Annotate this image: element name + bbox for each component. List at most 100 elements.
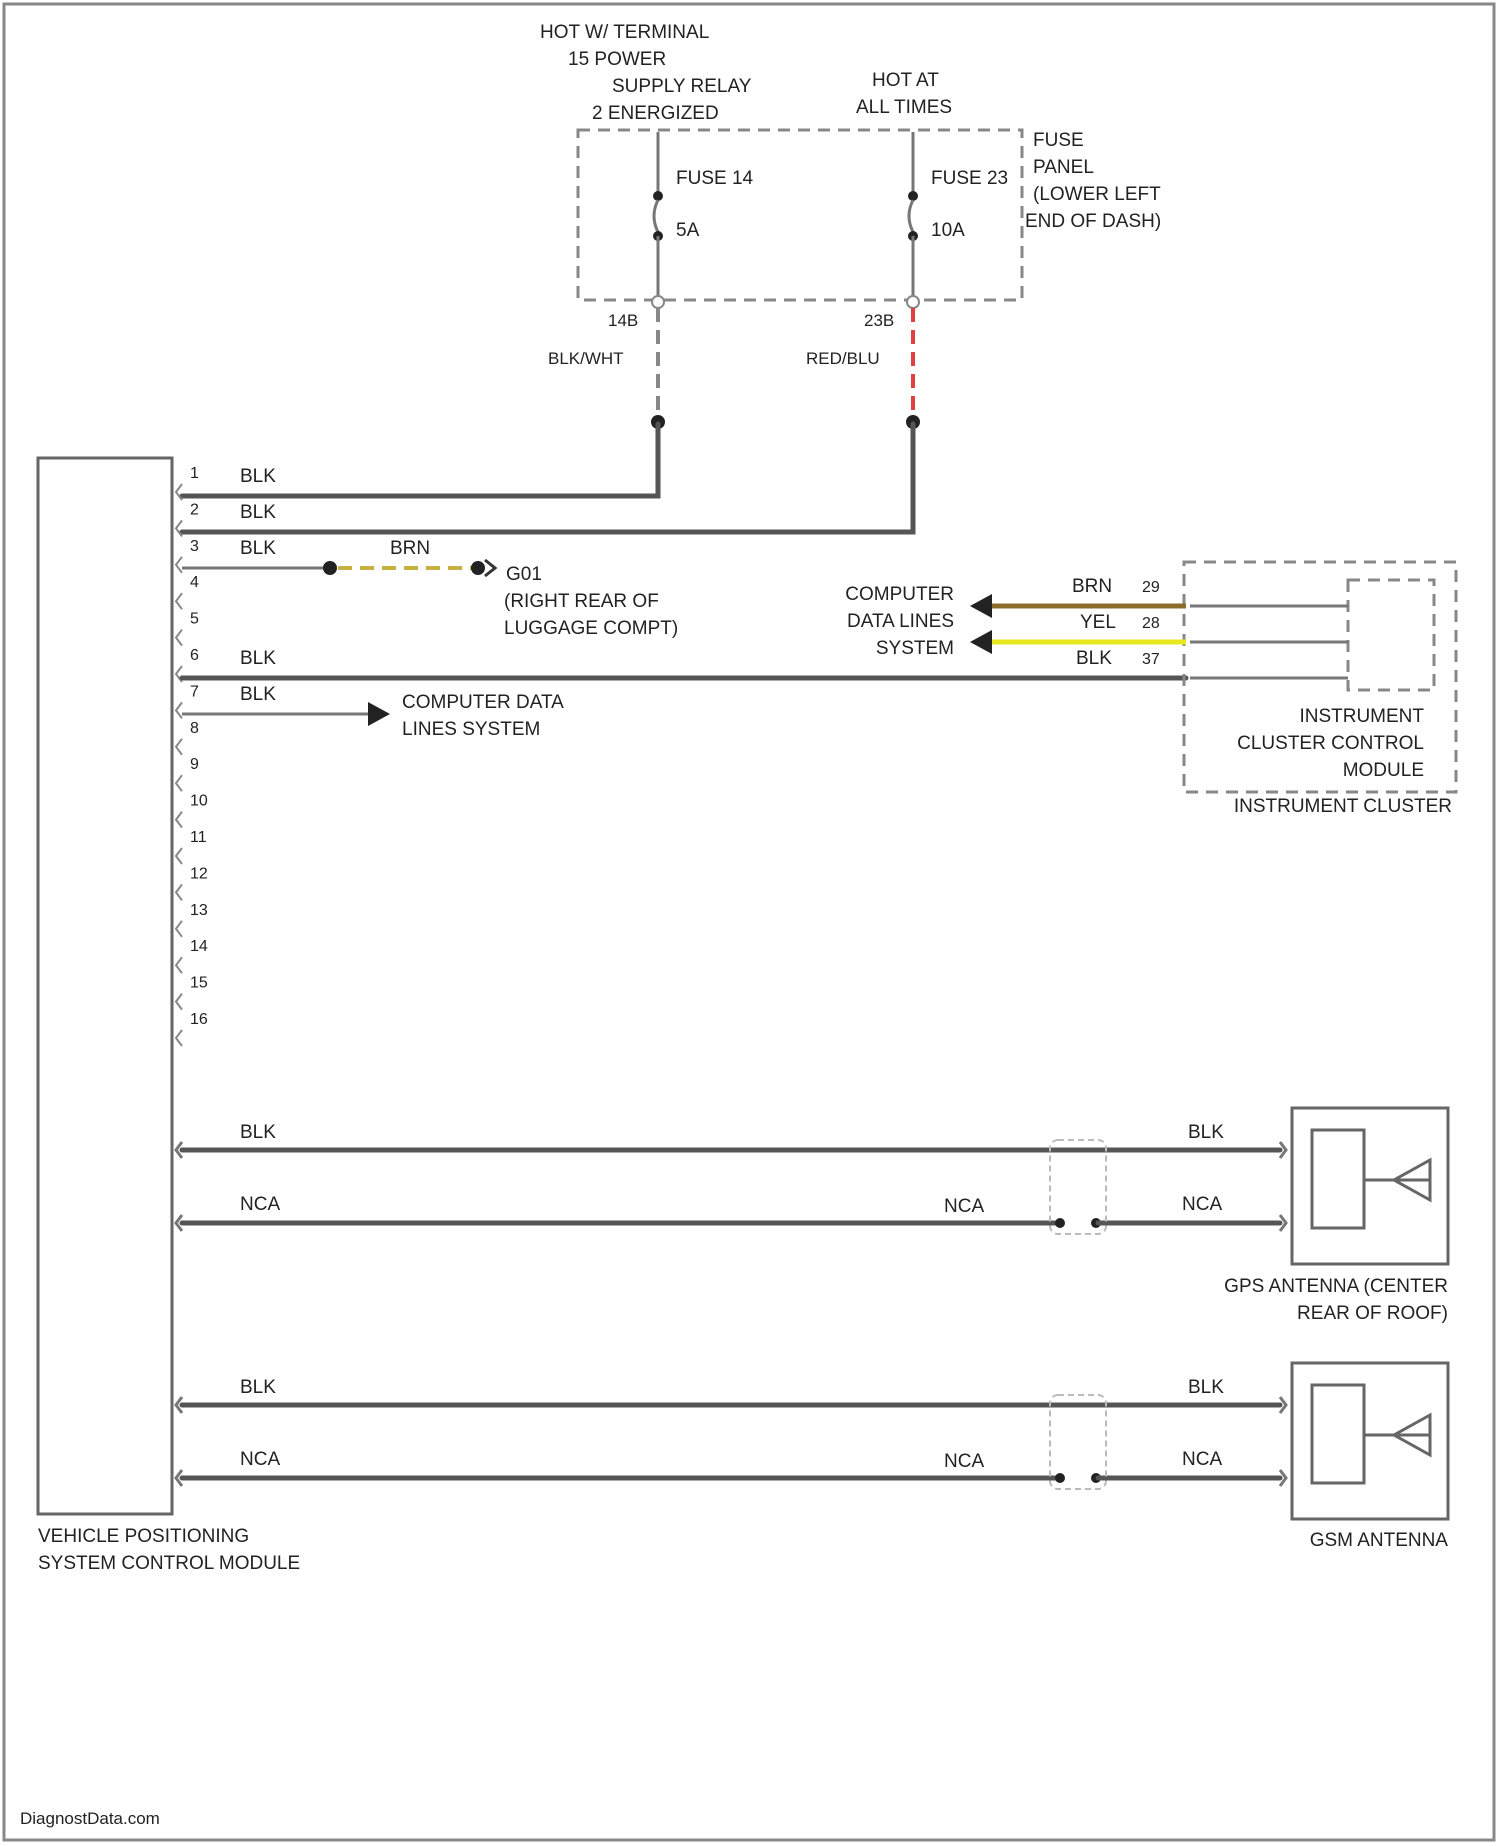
- ground-name: G01: [506, 564, 542, 585]
- vpscm-pin-8: 8: [190, 720, 199, 737]
- fuse-panel-line-3: (LOWER LEFT: [1033, 184, 1161, 205]
- vpscm-pin-14: 14: [190, 938, 208, 955]
- wire-23b-color: RED/BLU: [806, 349, 880, 368]
- vpscm-pin-6: 6: [190, 647, 199, 664]
- fuse-14: FUSE 14 5A: [653, 132, 754, 300]
- hot-terminal-line-3: SUPPLY RELAY: [612, 76, 752, 97]
- vpscm-pin-10: 10: [190, 793, 208, 810]
- gps-wire-lower-right: NCA: [1182, 1194, 1222, 1215]
- wire-14b-terminal: 14B: [608, 311, 638, 330]
- vpscm-pin-15: 15: [190, 975, 208, 992]
- fuse-23-rating: 10A: [931, 220, 965, 241]
- vpscm-pin-1-terminal: [176, 484, 182, 500]
- vpscm-box: [38, 458, 172, 1514]
- ground-wire-color: BRN: [390, 538, 430, 559]
- gps-wire-upper-left: BLK: [240, 1122, 276, 1143]
- power-labels: HOT W/ TERMINAL 15 POWER SUPPLY RELAY 2 …: [540, 22, 1161, 232]
- vpscm-pin-10-terminal: [176, 812, 182, 828]
- vpscm-pin-11: 11: [190, 829, 207, 846]
- vpscm-pin-2: 2: [190, 501, 199, 518]
- fuse-23: FUSE 23 10A: [908, 132, 1008, 300]
- wire-14b-color: BLK/WHT: [548, 349, 624, 368]
- instrument-cluster: INSTRUMENT CLUSTER CONTROL MODULE INSTRU…: [1184, 562, 1456, 817]
- gsm-wire-lower-mid: NCA: [944, 1451, 984, 1472]
- antenna-connector-stubs: [176, 1142, 1286, 1486]
- data-wire-2-pin: 28: [1142, 615, 1160, 632]
- pin-6-wire-color: BLK: [240, 648, 276, 669]
- data-wire-1-color: BRN: [1072, 576, 1112, 597]
- ground-location-line-1: (RIGHT REAR OF: [504, 591, 659, 612]
- vpscm-pin-5: 5: [190, 611, 199, 628]
- fuse-23-name: FUSE 23: [931, 168, 1008, 189]
- vpscm-pin-12: 12: [190, 865, 208, 882]
- ground-location-line-2: LUGGAGE COMPT): [504, 618, 678, 639]
- instrument-cluster-label: INSTRUMENT CLUSTER: [1234, 796, 1452, 817]
- vpscm-pin-7: 7: [190, 683, 199, 700]
- vpscm-pin-1: 1: [190, 465, 199, 482]
- vpscm-pin-9-terminal: [176, 775, 182, 791]
- vpscm-pin-14-terminal: [176, 957, 182, 973]
- fuse-panel-line-2: PANEL: [1033, 157, 1094, 178]
- vpscm-pin-15-terminal: [176, 994, 182, 1010]
- cluster-module-label-line-3: MODULE: [1343, 760, 1424, 781]
- vpscm-pin-4: 4: [190, 574, 199, 591]
- hot-terminal-line-2: 15 POWER: [568, 49, 666, 70]
- pin-7-wire-color: BLK: [240, 684, 276, 705]
- gsm-wire-lower-right: NCA: [1182, 1449, 1222, 1470]
- instrument-cluster-module-box: [1348, 580, 1434, 690]
- gps-antenna-circuit: BLK BLK NCA NCA NCA GPS ANTENNA (CENTER …: [182, 1108, 1448, 1324]
- hot-all-times-line-1: HOT AT: [872, 70, 939, 91]
- gsm-wire-upper-left: BLK: [240, 1377, 276, 1398]
- watermark: DiagnostData.com: [20, 1809, 160, 1828]
- gps-wire-upper-right: BLK: [1188, 1122, 1224, 1143]
- cluster-data-label-line-3: SYSTEM: [876, 638, 954, 659]
- cluster-data-label-line-2: DATA LINES: [847, 611, 954, 632]
- fuse-14-name: FUSE 14: [676, 168, 754, 189]
- pin-2-wire-color: BLK: [240, 502, 276, 523]
- pin-7-data-label-line-2: LINES SYSTEM: [402, 719, 540, 740]
- pin-7-data-label-line-1: COMPUTER DATA: [402, 692, 564, 713]
- gsm-antenna-element: [1312, 1385, 1364, 1483]
- fuse-panel-line-1: FUSE: [1033, 130, 1084, 151]
- gps-wire-lower-mid: NCA: [944, 1196, 984, 1217]
- gps-antenna-label-line-2: REAR OF ROOF): [1297, 1303, 1448, 1324]
- hot-all-times-line-2: ALL TIMES: [856, 97, 952, 118]
- wire-23b-terminal: 23B: [864, 311, 894, 330]
- vpscm-label-line-2: SYSTEM CONTROL MODULE: [38, 1553, 300, 1574]
- pin-3-wire-color: BLK: [240, 538, 276, 559]
- gps-antenna-label-line-1: GPS ANTENNA (CENTER: [1224, 1276, 1448, 1297]
- vpscm-label-line-1: VEHICLE POSITIONING: [38, 1526, 249, 1547]
- fuse-panel-line-4: END OF DASH): [1025, 211, 1161, 232]
- data-wire-3-color: BLK: [1076, 648, 1112, 669]
- vpscm-pin-13: 13: [190, 902, 208, 919]
- gsm-wire-lower-left: NCA: [240, 1449, 280, 1470]
- vpscm-pin-3-terminal: [176, 557, 182, 573]
- vpscm-pin-7-terminal: [176, 702, 182, 718]
- cluster-data-lines: COMPUTER DATA LINES SYSTEM BRN 29 YEL 28…: [845, 576, 1186, 669]
- cluster-module-label-line-1: INSTRUMENT: [1299, 706, 1424, 727]
- vpscm-pin-12-terminal: [176, 884, 182, 900]
- gsm-wire-upper-right: BLK: [1188, 1377, 1224, 1398]
- vpscm-pin-4-terminal: [176, 593, 182, 609]
- data-wire-2-color: YEL: [1080, 612, 1116, 633]
- data-wire-3-pin: 37: [1142, 651, 1160, 668]
- fuse-14-rating: 5A: [676, 220, 700, 241]
- fuse-panel-box: [578, 130, 1022, 300]
- vpscm-pin-2-terminal: [176, 520, 182, 536]
- vpscm-pin-16: 16: [190, 1011, 208, 1028]
- vpscm-pin-9: 9: [190, 756, 199, 773]
- data-wire-1-pin: 29: [1142, 579, 1160, 596]
- hot-terminal-line-4: 2 ENERGIZED: [592, 103, 719, 124]
- hot-terminal-line-1: HOT W/ TERMINAL: [540, 22, 709, 43]
- cluster-module-label-line-2: CLUSTER CONTROL: [1237, 733, 1424, 754]
- vpscm-pin-5-terminal: [176, 630, 182, 646]
- vpscm-pin-3: 3: [190, 538, 199, 555]
- vpscm-pin-16-terminal: [176, 1030, 182, 1046]
- vpscm-pin-8-terminal: [176, 739, 182, 755]
- vpscm-pin-11-terminal: [176, 848, 182, 864]
- gps-wire-lower-left: NCA: [240, 1194, 280, 1215]
- gps-antenna-element: [1312, 1130, 1364, 1228]
- pin-1-wire-color: BLK: [240, 466, 276, 487]
